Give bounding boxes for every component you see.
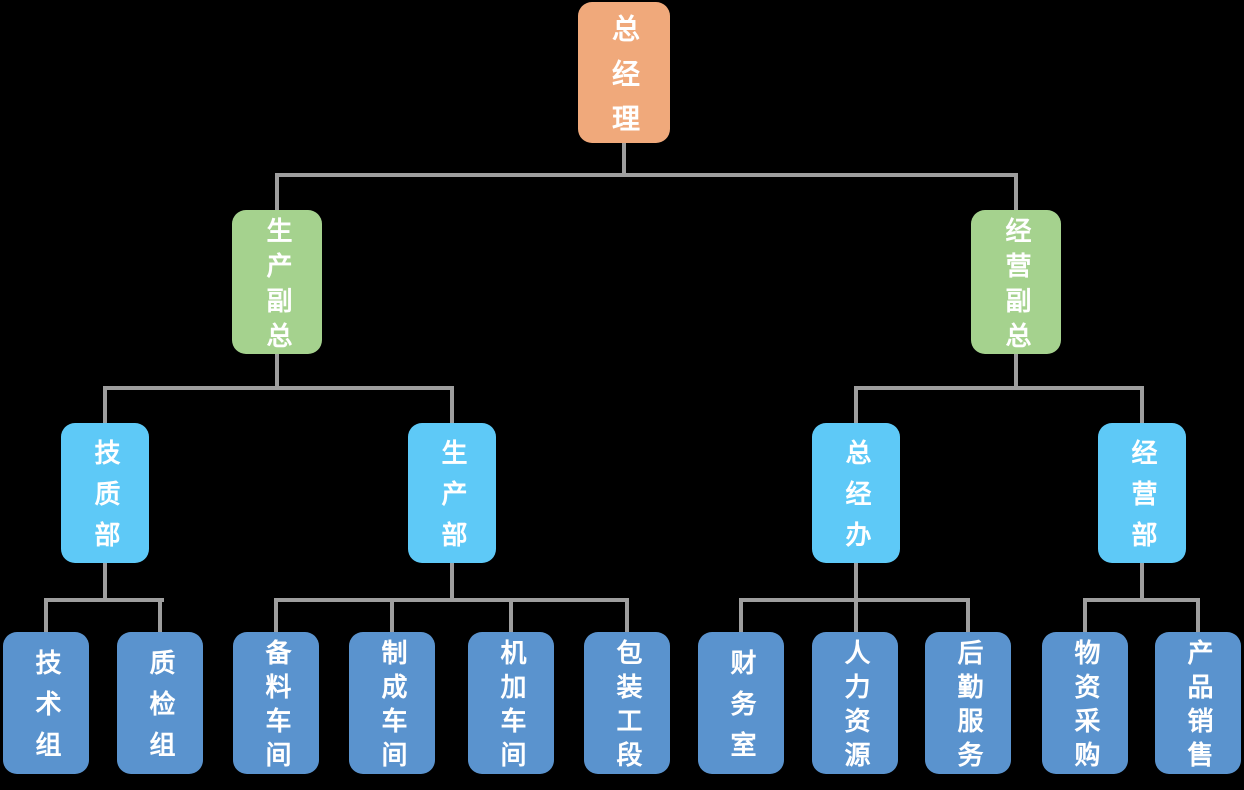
org-node-label: 生产副总	[262, 216, 292, 357]
connector-line	[739, 598, 743, 632]
connector-line	[274, 598, 629, 602]
connector-line	[1196, 598, 1200, 632]
org-node-logistics-office: 后勤服务	[925, 632, 1011, 775]
org-node-label: 备料车间	[261, 639, 291, 775]
org-node-label: 人力资源	[840, 639, 870, 775]
connector-line	[509, 598, 513, 632]
connector-line	[103, 386, 107, 423]
org-node-label: 经营部	[1127, 439, 1157, 562]
connector-line	[1083, 598, 1087, 632]
connector-line	[103, 386, 454, 390]
org-node-label: 产品销售	[1183, 639, 1213, 775]
org-node-production-vp: 生产副总	[232, 210, 322, 357]
connector-line	[274, 598, 278, 632]
connector-line	[44, 598, 48, 632]
connector-line	[275, 173, 279, 210]
connector-line	[625, 598, 629, 632]
org-node-label: 经营副总	[1001, 216, 1031, 357]
org-node-label: 技术组	[31, 649, 61, 772]
org-node-label: 包装工段	[612, 639, 642, 775]
org-node-sales-office: 产品销售	[1155, 632, 1241, 775]
connector-line	[1140, 386, 1144, 423]
connector-line	[1140, 563, 1144, 598]
org-node-packaging-section: 包装工段	[584, 632, 670, 775]
org-node-business-dept: 经营部	[1098, 423, 1186, 563]
org-node-machining-workshop: 机加车间	[468, 632, 554, 775]
org-node-forming-workshop: 制成车间	[349, 632, 435, 775]
org-node-label: 生产部	[437, 439, 467, 562]
connector-line	[275, 354, 279, 388]
org-node-label: 总经理	[608, 13, 641, 149]
connector-line	[854, 386, 858, 423]
org-node-hr-office: 人力资源	[812, 632, 898, 775]
connector-line	[1014, 354, 1018, 388]
org-node-label: 制成车间	[377, 639, 407, 775]
org-node-label: 后勤服务	[953, 639, 983, 775]
connector-line	[275, 173, 1018, 177]
org-node-gm-office: 总经办	[812, 423, 900, 563]
org-node-label: 机加车间	[496, 639, 526, 775]
org-node-finance-office: 财务室	[698, 632, 784, 774]
connector-line	[1083, 598, 1200, 602]
connector-line	[854, 386, 1144, 390]
connector-line	[966, 598, 970, 632]
connector-line	[622, 143, 626, 175]
connector-line	[854, 563, 858, 632]
org-node-qc-team: 质检组	[117, 632, 203, 774]
org-node-label: 财务室	[726, 649, 756, 772]
org-node-label: 物资采购	[1070, 639, 1100, 775]
connector-line	[450, 563, 454, 598]
org-node-label: 技质部	[90, 439, 120, 562]
connector-line	[1014, 173, 1018, 210]
connector-line	[450, 386, 454, 423]
connector-line	[390, 598, 394, 632]
org-node-label: 质检组	[145, 649, 175, 772]
connector-line	[103, 563, 107, 598]
connector-line	[44, 598, 164, 602]
connector-line	[739, 598, 970, 602]
connector-line	[158, 598, 162, 632]
org-node-procurement-office: 物资采购	[1042, 632, 1128, 775]
org-node-general-manager: 总经理	[578, 2, 670, 149]
org-node-label: 总经办	[841, 439, 871, 562]
org-node-tech-team: 技术组	[3, 632, 89, 774]
org-node-tech-quality-dept: 技质部	[61, 423, 149, 563]
org-node-material-workshop: 备料车间	[233, 632, 319, 775]
org-node-production-dept: 生产部	[408, 423, 496, 563]
org-node-business-vp: 经营副总	[971, 210, 1061, 357]
